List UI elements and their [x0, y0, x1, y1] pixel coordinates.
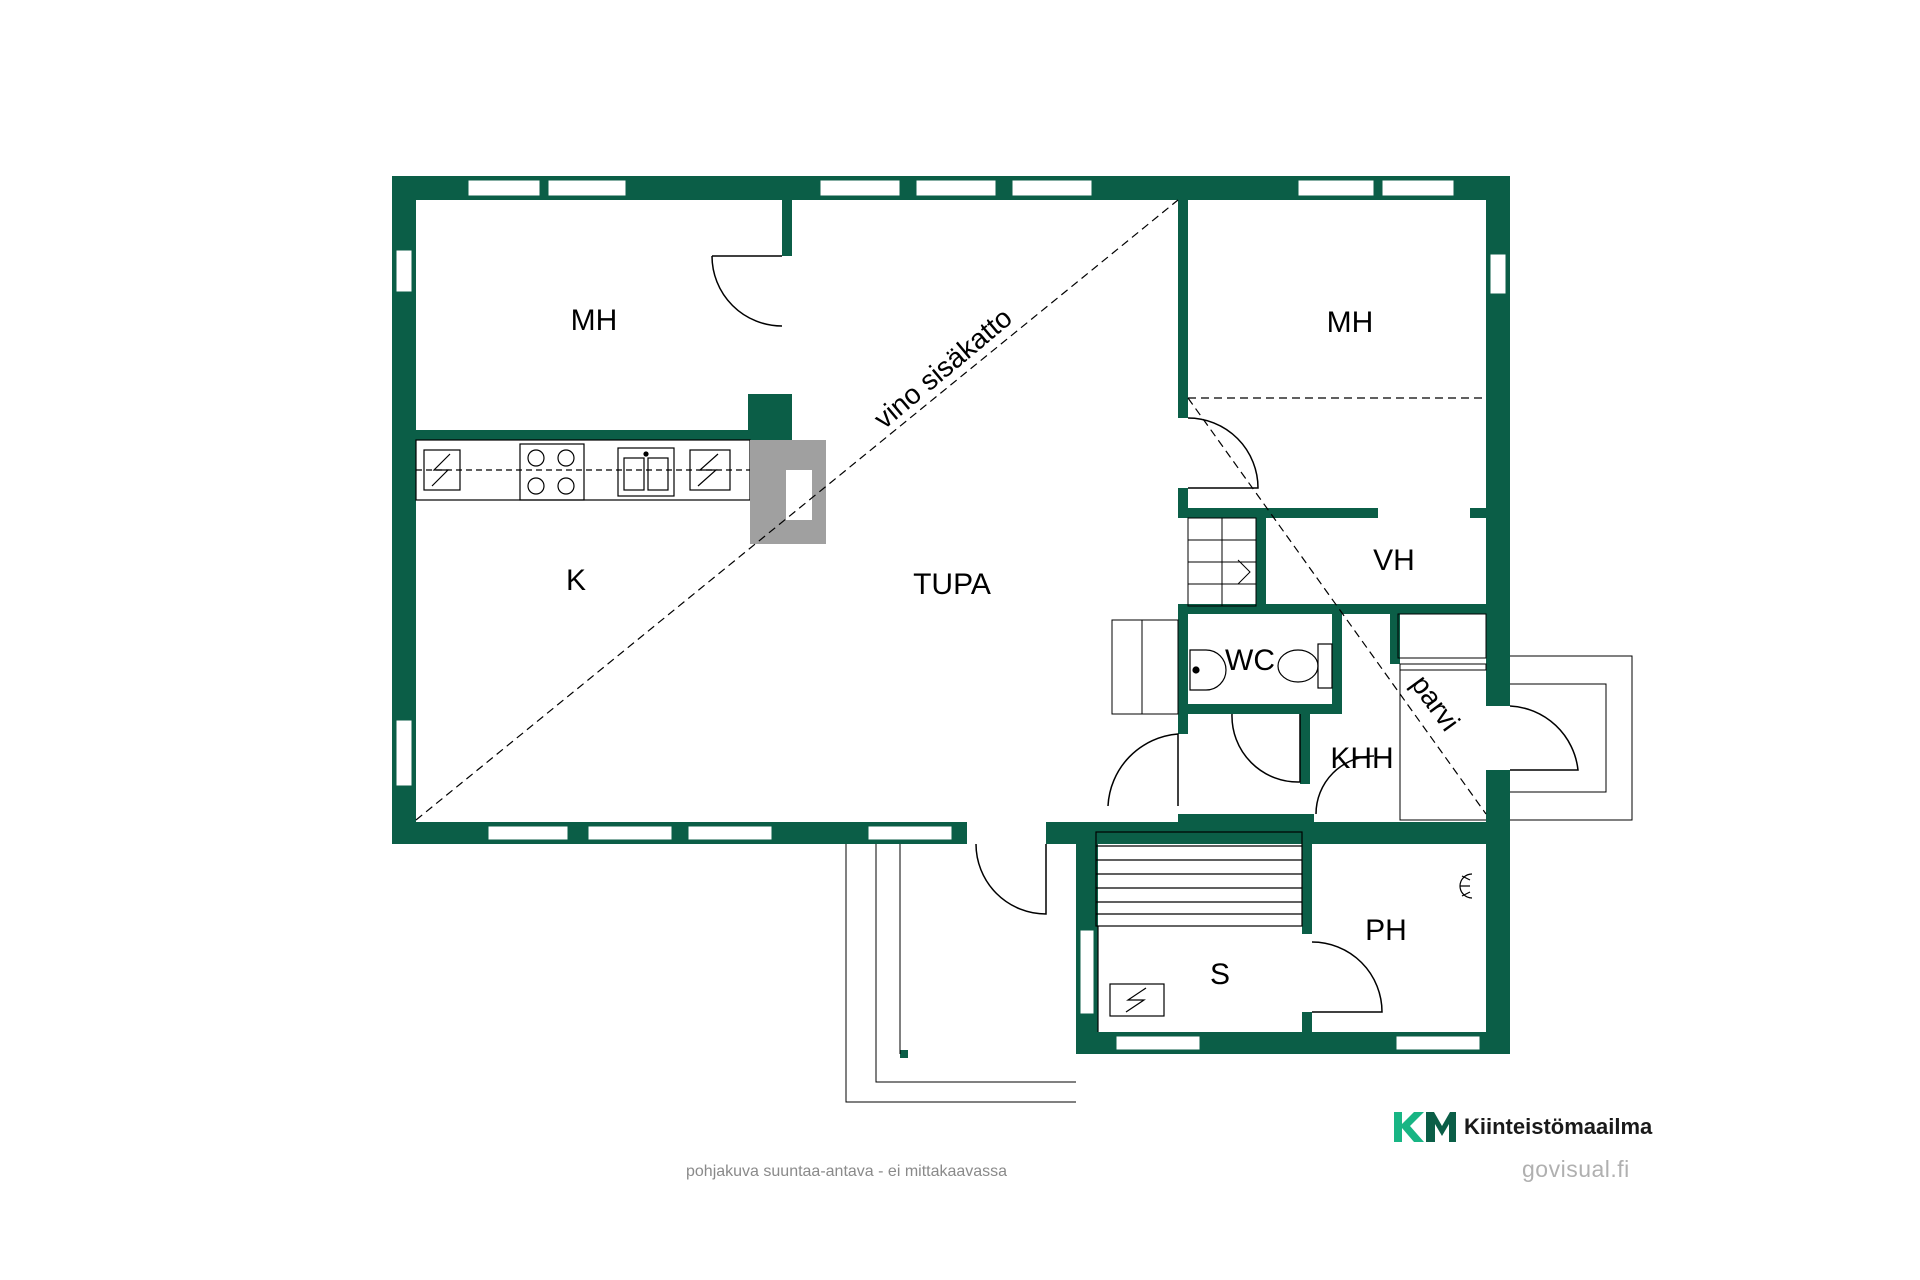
electric-heater-icon	[423, 449, 461, 491]
shower-icon	[1459, 873, 1473, 899]
brand-name: Kiinteistömaailma	[1464, 1114, 1653, 1139]
room-label-wc: WC	[1225, 644, 1275, 677]
slanted-ceiling-lines	[415, 199, 1487, 821]
km-logo	[1394, 1112, 1456, 1142]
door-swing-icon	[1187, 417, 1259, 489]
window-icon	[487, 825, 569, 841]
credit: govisual.fi	[1522, 1156, 1630, 1182]
terrace	[845, 844, 1076, 1103]
window-icon	[395, 719, 413, 787]
door-swing-icon	[1509, 705, 1579, 771]
stairs-icon	[1187, 517, 1257, 607]
wc-fixtures	[1189, 643, 1333, 691]
window-icon	[587, 825, 673, 841]
room-label-mh-right: MH	[1327, 306, 1374, 339]
sauna-bench	[1095, 831, 1303, 1032]
window-icon	[1489, 253, 1507, 295]
stove-icon	[519, 443, 585, 501]
loft-edge	[1399, 664, 1486, 821]
door-swing-icon	[975, 843, 1047, 915]
sink-icon	[617, 447, 675, 497]
window-icon	[1395, 1035, 1481, 1051]
window-icon	[467, 179, 541, 197]
electric-heater-icon	[689, 449, 731, 491]
door-swing-icon	[1231, 713, 1301, 783]
window-icon	[547, 179, 627, 197]
note-loft: parvi	[1405, 669, 1466, 736]
room-label-vh: VH	[1373, 544, 1415, 577]
window-icon	[819, 179, 901, 197]
window-icon	[1115, 1035, 1201, 1051]
washbasin-icon	[1189, 649, 1227, 691]
fireplace-icon	[750, 440, 826, 544]
sauna-heater-icon	[1109, 983, 1165, 1017]
room-label-living: TUPA	[913, 568, 991, 601]
window-icon	[1381, 179, 1455, 197]
window-icon	[1079, 929, 1095, 1015]
door-swings	[711, 255, 1579, 1013]
note-slanted-ceiling: vino sisäkatto	[868, 302, 1018, 435]
window-icon	[915, 179, 997, 197]
right-porch	[1510, 655, 1633, 821]
disclaimer: pohjakuva suuntaa-antava - ei mittakaava…	[686, 1163, 1008, 1180]
room-label-mh-left: MH	[571, 304, 618, 337]
room-label-kitchen: K	[566, 564, 586, 597]
window-icon	[867, 825, 953, 841]
room-label-khh: KHH	[1330, 742, 1393, 775]
brand: Kiinteistömaailma	[1392, 1108, 1652, 1146]
window-icon	[1011, 179, 1093, 197]
door-swing-icon	[1311, 941, 1383, 1013]
window-icon	[1297, 179, 1375, 197]
door-swing-icon	[711, 255, 783, 327]
door-gaps	[782, 256, 1510, 844]
window-icon	[395, 249, 413, 293]
loft-bench	[1399, 663, 1487, 671]
windows	[395, 179, 1507, 1051]
window-icon	[687, 825, 773, 841]
door-swing-icon	[1107, 733, 1179, 807]
room-label-ph: PH	[1365, 914, 1407, 947]
stairs-icon	[1111, 619, 1179, 715]
loft-bench	[1397, 613, 1487, 659]
door-swing-icon	[1315, 755, 1375, 815]
toilet-icon	[1277, 643, 1333, 689]
room-label-sauna: S	[1210, 958, 1230, 991]
kitchen-counter	[415, 439, 751, 501]
